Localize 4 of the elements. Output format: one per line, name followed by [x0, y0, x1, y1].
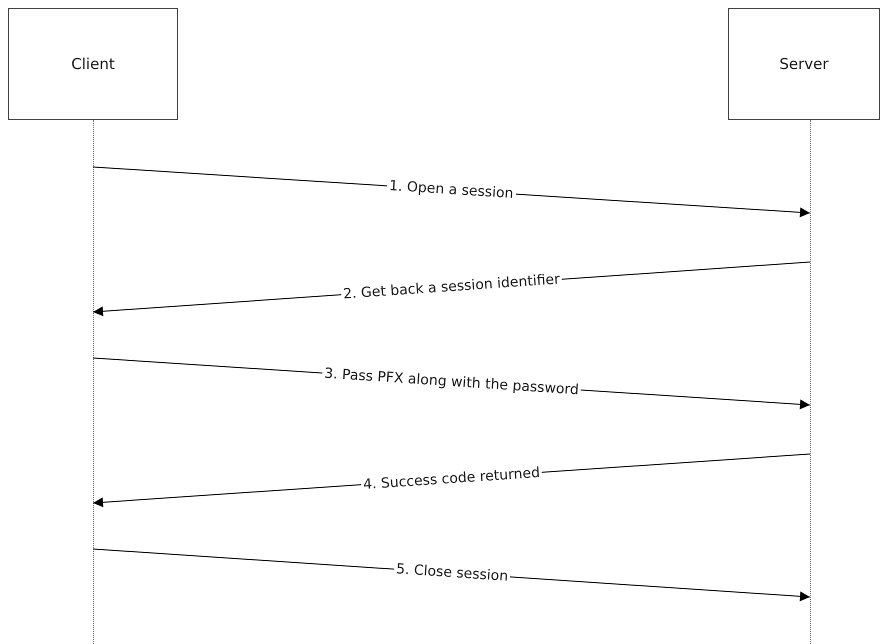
lifeline — [810, 120, 813, 644]
participant-box: Server — [728, 8, 880, 120]
participant-box: Client — [8, 8, 178, 120]
lifeline — [93, 120, 96, 644]
